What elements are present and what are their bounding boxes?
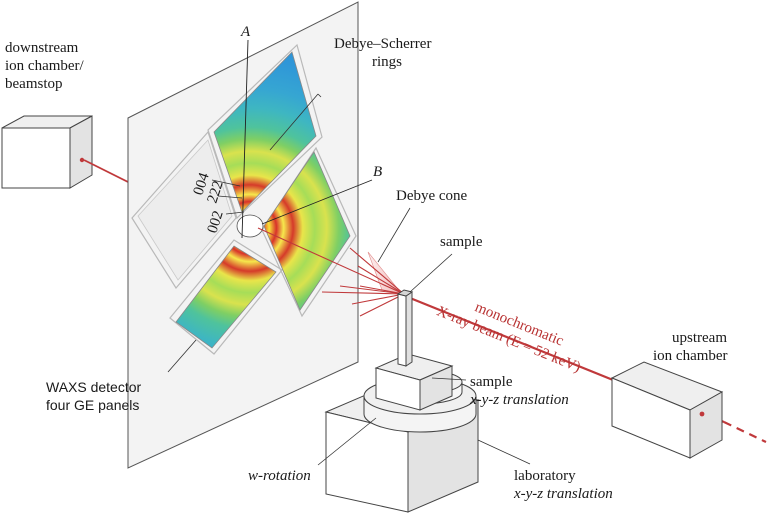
xray-beam	[409, 296, 619, 384]
panel-left-ghost	[137, 139, 233, 281]
beam-exit-dashed	[723, 421, 767, 443]
panel-bottom	[175, 245, 277, 349]
panel-frames	[131, 43, 357, 355]
downstream-ion-chamber	[1, 115, 93, 189]
rings-label: Debye–Scherrer rings	[334, 36, 435, 70]
leader-lines	[167, 93, 531, 466]
ring-002-label: 002	[205, 209, 227, 235]
marker-b-line	[261, 179, 373, 225]
hkl-labels: 004 222 002	[191, 170, 245, 235]
marker-b-label: B	[373, 164, 382, 180]
lab-translation-label: laboratory x-y-z translation	[513, 468, 613, 502]
debye-cone-label: Debye cone	[396, 188, 468, 204]
downstream-label: downstream ion chamber/ beamstop	[5, 40, 87, 92]
beam-hole	[236, 214, 264, 238]
sample-translation-label: sample x-y-z translation	[469, 374, 569, 408]
marker-a-label: A	[240, 24, 251, 40]
waxs-label: WAXS detector four GE panels	[46, 379, 145, 413]
downstream-beam	[83, 159, 129, 183]
sample-translation-stage	[374, 353, 454, 411]
w-rotation-label: w-rotation	[248, 468, 311, 484]
beam-label: monochromatic X-ray beam (E = 52 keV)	[434, 299, 583, 375]
panel-top	[213, 51, 317, 213]
upstream-ion-chamber	[610, 361, 724, 459]
panel-right	[263, 151, 351, 311]
upstream-label: upstream ion chamber	[653, 330, 731, 364]
ring-004-label: 004	[191, 170, 213, 197]
ge-detector-panels	[175, 51, 351, 349]
marker-a-line	[241, 39, 249, 239]
ring-222-label: 222	[205, 179, 227, 205]
sample-pin	[396, 289, 414, 367]
sample-label: sample	[440, 234, 483, 250]
diffracted-rays	[257, 227, 405, 317]
